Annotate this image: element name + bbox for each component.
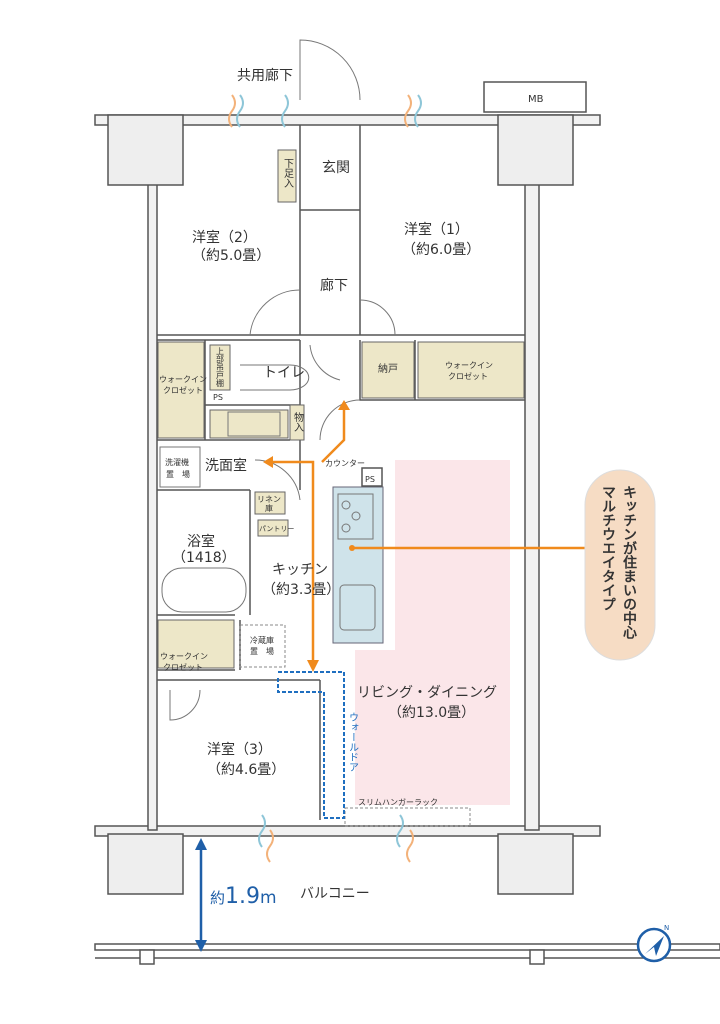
wic-3-label: クロゼット xyxy=(163,662,203,672)
fridge-label: 冷蔵庫 xyxy=(250,635,274,645)
mb-label: MB xyxy=(528,94,544,105)
living-dining-name: リビング・ダイニング xyxy=(357,685,497,701)
ps-label: PS xyxy=(365,475,375,484)
western-room-1-name: 洋室（1） xyxy=(404,221,469,238)
slim-hanger-rack xyxy=(344,807,471,827)
closet xyxy=(289,404,305,441)
flow-arrows xyxy=(270,408,590,665)
top-wall xyxy=(94,114,601,126)
storage-room-label: 納戸 xyxy=(378,362,398,375)
pantry-label: パントリー xyxy=(259,525,294,533)
wic-right-label: クロゼット xyxy=(448,371,488,381)
callout-line-1: キッチンが住まいの中心 xyxy=(621,485,637,640)
fridge-space xyxy=(239,624,286,668)
kitchen-size: （約3.3畳） xyxy=(262,582,340,598)
western-room-3-size: （約4.6畳） xyxy=(207,762,285,778)
left-wall xyxy=(147,179,158,831)
vanity xyxy=(209,409,289,439)
bathtub xyxy=(161,567,247,613)
living-dining-size: （約13.0畳） xyxy=(388,705,475,721)
linen-label: リネン xyxy=(257,495,281,504)
ps-label: PS xyxy=(213,393,223,402)
ps-box xyxy=(361,467,383,487)
storage-room xyxy=(361,341,415,399)
wic-right xyxy=(417,341,525,399)
airflow-icon xyxy=(228,94,422,863)
column xyxy=(107,833,184,895)
compass-icon: N xyxy=(636,924,672,963)
counter-label: カウンター xyxy=(325,459,365,468)
upper-cabinet xyxy=(209,344,231,391)
upper-cabinet-label: 上部吊戸棚 xyxy=(216,347,225,388)
washroom-label: 洗面室 xyxy=(205,457,247,474)
balcony-depth-label: 約1.9m xyxy=(210,884,277,909)
column xyxy=(107,114,184,186)
linen-label: 庫 xyxy=(265,503,273,513)
wic-right-label: ウォークイン xyxy=(445,361,493,370)
wall-door-label: ウォールドア xyxy=(347,712,359,772)
toilet-label: トイレ xyxy=(263,365,305,381)
column xyxy=(497,833,574,895)
callout-pill xyxy=(584,469,656,661)
balcony-rail xyxy=(94,943,720,951)
shoe-cabinet-label: 下足入 xyxy=(282,158,294,188)
hallway-label: 廊下 xyxy=(320,277,348,294)
kitchen-name: キッチン xyxy=(272,562,328,578)
shoe-cabinet xyxy=(277,149,297,203)
closet-label: 物入 xyxy=(292,411,304,432)
wic-left-label: クロゼット xyxy=(163,385,203,395)
balcony-label: バルコニー xyxy=(300,886,370,902)
svg-text:N: N xyxy=(664,924,669,932)
fridge-label: 置 場 xyxy=(250,646,274,656)
pantry xyxy=(257,519,289,537)
common-corridor-label: 共用廊下 xyxy=(237,67,293,84)
bath-name: 浴室 xyxy=(187,533,215,550)
column xyxy=(497,114,574,186)
wic-left xyxy=(157,341,205,439)
linen-storage xyxy=(254,491,286,515)
hanger-rack-label: スリムハンガーラック xyxy=(358,797,438,807)
western-room-2-name: 洋室（2） xyxy=(192,229,257,246)
washer-label: 洗濯機 xyxy=(165,457,189,467)
western-room-1-size: （約6.0畳） xyxy=(402,242,480,258)
callout-line-2: マルチウエイタイプ xyxy=(600,485,616,611)
wic-left-label: ウォークイン xyxy=(159,375,207,384)
western-room-3-name: 洋室（3） xyxy=(207,741,272,758)
washer-label: 置 場 xyxy=(166,469,190,479)
wic-3 xyxy=(157,619,235,669)
mb-box xyxy=(483,81,587,113)
western-room-2-size: （約5.0畳） xyxy=(192,248,270,264)
entrance-label: 玄関 xyxy=(322,159,350,176)
washer-space xyxy=(159,446,201,488)
living-area-highlight xyxy=(355,460,510,805)
bath-size: （1418） xyxy=(172,550,236,566)
wall-door xyxy=(277,671,345,819)
right-wall xyxy=(524,179,540,831)
wic-3-label: ウォークイン xyxy=(160,652,208,661)
